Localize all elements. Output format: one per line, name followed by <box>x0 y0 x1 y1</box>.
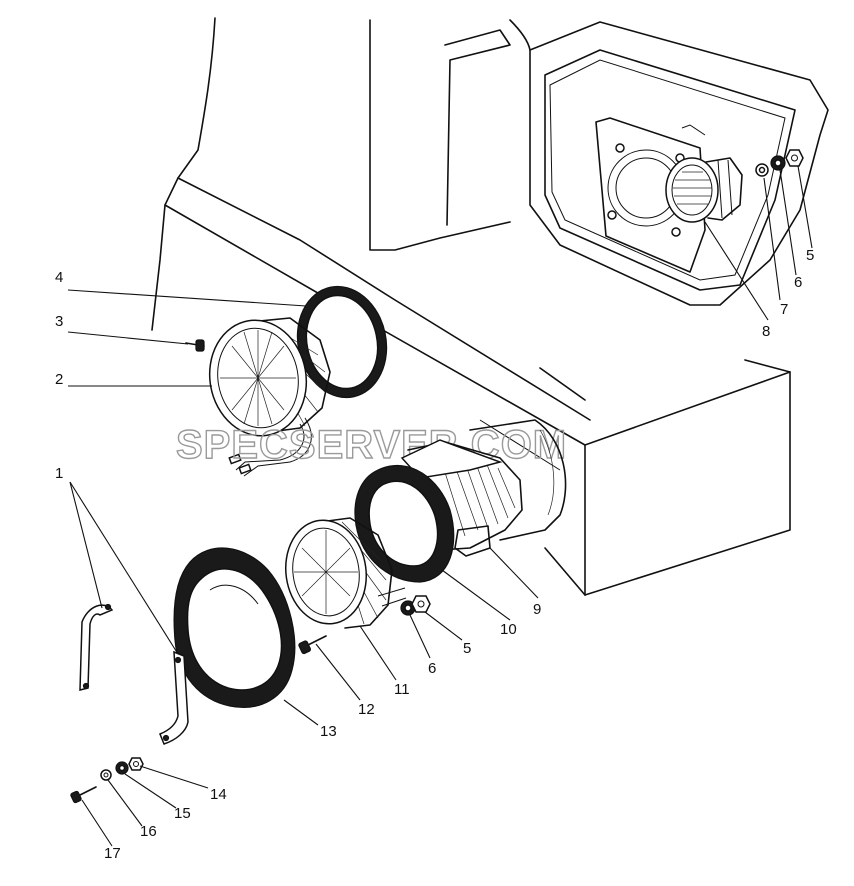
callout-15: 15 <box>174 805 191 822</box>
screw-3 <box>185 339 205 352</box>
lamp-mounting-plate <box>595 117 706 273</box>
callout-11: 11 <box>394 681 410 698</box>
callout-17: 17 <box>104 845 121 862</box>
callout-2: 2 <box>55 371 63 388</box>
rim-13 <box>173 547 296 708</box>
watermark-text: SPECSERVER.COM <box>176 423 567 467</box>
trim-strip-1a <box>79 603 114 691</box>
nut-washer-set-5-6 <box>400 595 431 616</box>
gasket-10 <box>354 464 455 583</box>
callout-1: 1 <box>55 465 63 482</box>
callout-8: 8 <box>762 323 770 340</box>
screw-12 <box>298 635 327 655</box>
fastener-set-14-17 <box>70 757 144 804</box>
cab-body-outline <box>151 17 791 596</box>
callout-12: 12 <box>358 701 375 718</box>
headlamp-11 <box>284 517 407 629</box>
callout-6-top: 6 <box>794 274 802 291</box>
leader-lines <box>67 165 813 847</box>
callout-labels: 4 3 2 1 5 6 7 8 9 10 5 6 11 12 13 14 15 … <box>55 247 814 862</box>
callout-3: 3 <box>55 313 63 330</box>
callout-13: 13 <box>320 723 337 740</box>
sealing-gasket-4 <box>296 285 388 399</box>
callout-14: 14 <box>210 786 227 803</box>
callout-5-top: 5 <box>806 247 814 264</box>
callout-9: 9 <box>533 601 541 618</box>
callout-6-bottom: 6 <box>428 660 436 677</box>
side-marker-lamp-8 <box>665 157 743 223</box>
cab-recess-opening <box>469 419 567 541</box>
callout-7: 7 <box>780 301 788 318</box>
nut-washer-set-5-6-7 <box>755 149 804 177</box>
callout-5-bottom: 5 <box>463 640 471 657</box>
trim-strip-1b <box>159 650 189 745</box>
callout-16: 16 <box>140 823 157 840</box>
callout-10: 10 <box>500 621 517 638</box>
callout-4: 4 <box>55 269 63 286</box>
